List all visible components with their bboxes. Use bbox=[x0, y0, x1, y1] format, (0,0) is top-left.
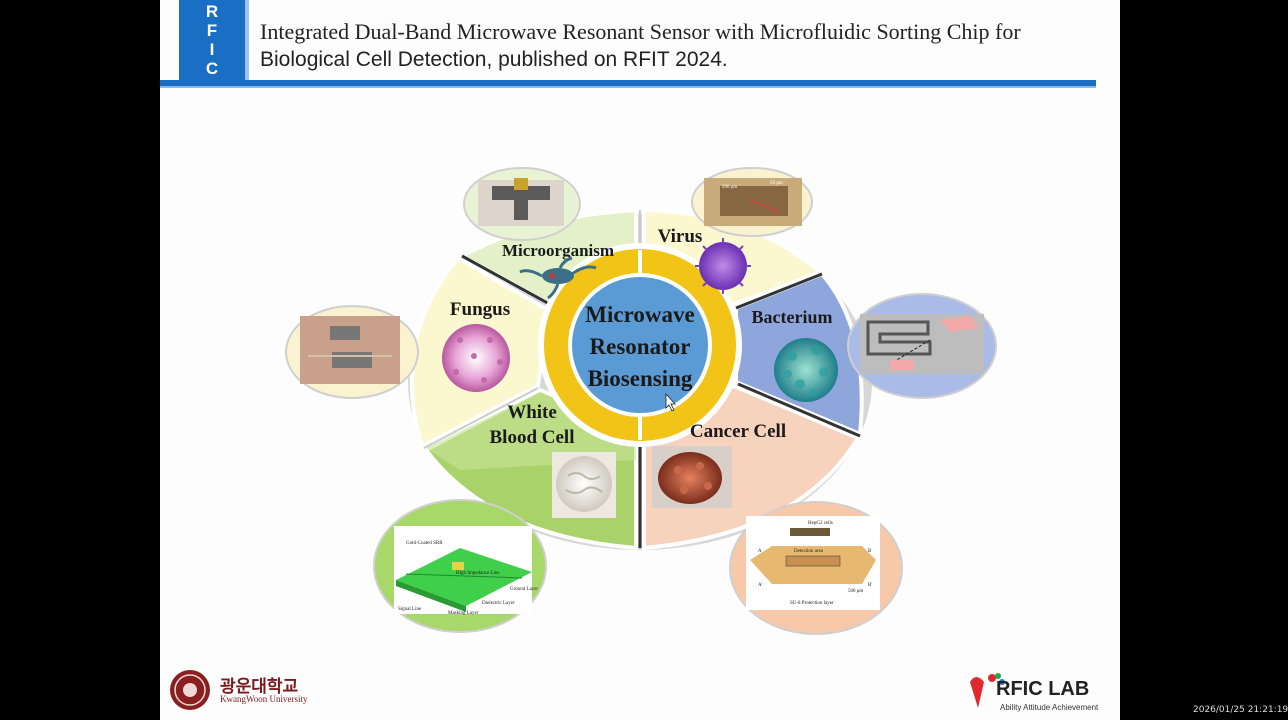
center-label-line-1: Microwave bbox=[585, 302, 694, 327]
inset-srr-label-gold: Gold-Coated SRR bbox=[406, 541, 443, 546]
logo-letter: I bbox=[209, 40, 215, 59]
inset-chip-label-scale: 500 μm bbox=[848, 589, 863, 594]
inset-microfluidic-chip: HepG2 cells Detection area 500 μm SU-8 P… bbox=[729, 501, 903, 635]
lab-heart-icon bbox=[970, 673, 1005, 708]
university-seal-icon bbox=[170, 670, 210, 710]
inset-fungus-sensor bbox=[285, 305, 419, 399]
inset-srr-label-high-impedance: High Impedance Line bbox=[456, 571, 500, 576]
title-line-1: Integrated Dual-Band Microwave Resonant … bbox=[260, 19, 1021, 44]
university-subtitle: KwangWoon University bbox=[220, 694, 308, 704]
inset-chip-label-a: A bbox=[758, 549, 762, 554]
slide-title: Integrated Dual-Band Microwave Resonant … bbox=[260, 18, 1110, 74]
lab-tagline: Ability Attitude Achievement bbox=[1000, 703, 1099, 712]
inset-chip-label-a-prime: A' bbox=[758, 583, 763, 588]
center-label-line-3: Biosensing bbox=[588, 366, 693, 391]
title-underline-light bbox=[160, 86, 1096, 88]
title-line-2: Biological Cell Detection, published on … bbox=[260, 48, 728, 71]
center-disc bbox=[572, 277, 708, 413]
separator bbox=[423, 387, 539, 449]
fungus-icon bbox=[442, 324, 510, 392]
inset-microorganism-sensor bbox=[463, 167, 581, 241]
inset-srr-sensor: Gold-Coated SRR High Impedance Line Grou… bbox=[373, 499, 547, 633]
mouse-cursor-icon bbox=[665, 392, 676, 412]
label-microorganism: Microorganism bbox=[502, 241, 614, 260]
inset-virus-scale-2: 50 μm bbox=[770, 181, 783, 186]
inset-chip-label-b-prime: B' bbox=[868, 583, 872, 588]
university-name: 광운대학교 bbox=[220, 677, 299, 697]
bacterium-icon bbox=[774, 338, 838, 402]
label-white-blood-cell-line-2: Blood Cell bbox=[490, 427, 575, 448]
white-blood-cell-image bbox=[552, 452, 616, 518]
biosensing-diagram: Microwave Resonator Biosensing Microorga… bbox=[285, 167, 997, 635]
inset-srr-label-ground: Ground Layer bbox=[510, 587, 539, 592]
logo-letter: F bbox=[206, 21, 218, 40]
inset-chip-label-hepg2: HepG2 cells bbox=[808, 521, 833, 526]
rfic-lab-logo: RFIC LAB Ability Attitude Achievement bbox=[966, 666, 1116, 716]
virus-icon bbox=[695, 238, 751, 294]
lab-name: RFIC LAB bbox=[996, 678, 1090, 700]
separator bbox=[461, 254, 554, 308]
label-virus: Virus bbox=[658, 226, 703, 247]
label-fungus: Fungus bbox=[450, 299, 510, 320]
label-white-blood-cell-line-1: White bbox=[507, 402, 557, 423]
logo-letter: R bbox=[205, 2, 219, 21]
title-underline bbox=[160, 80, 1096, 86]
inset-chip-label-detection: Detection area bbox=[794, 549, 824, 554]
university-logo: 광운대학교 KwangWoon University bbox=[168, 668, 318, 712]
center-label-line-2: Resonator bbox=[590, 334, 691, 359]
separator bbox=[735, 272, 823, 310]
inset-srr-label-masking: Masking Layer bbox=[448, 611, 479, 616]
inset-srr-label-signal: Signal Line bbox=[398, 607, 422, 612]
recording-timestamp: 2026/01/25 21:21:19 bbox=[1193, 705, 1288, 715]
logo-letter: C bbox=[205, 59, 219, 78]
cancer-cell-image bbox=[652, 446, 732, 508]
inset-chip-label-su8: SU-8 Protection layer bbox=[790, 601, 834, 606]
label-bacterium: Bacterium bbox=[752, 307, 833, 327]
inset-virus-sensor: 200 μm 50 μm bbox=[691, 167, 813, 237]
inset-srr-label-dielectric: Dielectric Layer bbox=[482, 601, 515, 606]
separator bbox=[737, 382, 861, 438]
inset-chip-label-b: B bbox=[868, 549, 872, 554]
label-cancer-cell: Cancer Cell bbox=[690, 421, 786, 442]
inset-bacterium-sensor bbox=[847, 293, 997, 399]
rfic-logo-tab: R F I C bbox=[179, 0, 245, 80]
slide: R F I C Integrated Dual-Band Microwave R… bbox=[160, 0, 1120, 720]
microorganism-icon bbox=[519, 256, 597, 300]
inset-virus-scale-1: 200 μm bbox=[722, 185, 737, 190]
